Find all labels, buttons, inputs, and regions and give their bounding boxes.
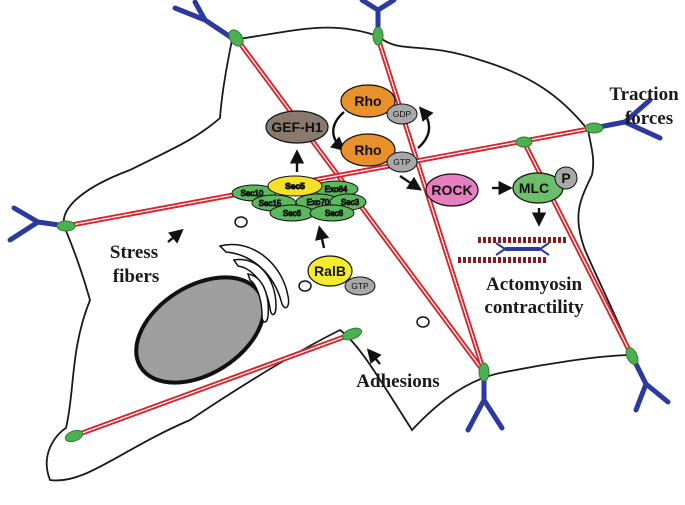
arrow-adhesions <box>366 348 382 365</box>
svg-text:Actomyosin: Actomyosin <box>486 274 582 295</box>
arrow-rho-cycle-down <box>330 111 346 152</box>
sec5-label: Sec5 <box>285 181 305 191</box>
gef-h1-label: GEF-H1 <box>271 119 323 135</box>
svg-text:Stress: Stress <box>110 242 158 263</box>
stress-fibers-label: Stress fibers <box>110 242 159 287</box>
arrow-rho-to-rock <box>399 175 422 191</box>
rho-bottom-label: Rho <box>354 142 381 158</box>
mlc-label: MLC <box>519 180 549 196</box>
adhesion-7 <box>625 347 639 365</box>
mlc-node: MLC P <box>512 166 578 204</box>
arrow-ralb-to-exocyst <box>315 225 330 249</box>
ralb-node: RalB GTP <box>307 255 376 296</box>
p-label: P <box>561 170 570 186</box>
golgi-icon <box>218 243 290 323</box>
sec15-label: Sec15 <box>259 199 282 208</box>
adhesion-9 <box>64 429 84 443</box>
svg-text:Traction: Traction <box>609 84 679 105</box>
adhesion-5 <box>56 220 76 232</box>
adhesion-plaque-icon <box>56 26 639 443</box>
adhesion-6 <box>478 362 490 382</box>
sec6-label: Sec6 <box>283 209 302 218</box>
arrow-stress-fibers <box>167 228 184 244</box>
stress-fiber-3 <box>65 125 595 229</box>
adhesion-1 <box>228 29 244 47</box>
sec3-label: Sec3 <box>341 198 360 207</box>
gtp-ralb-label: GTP <box>351 281 369 291</box>
actomyosin-contractility-label: Actomyosin contractility <box>484 274 584 318</box>
arrow-rho-cycle-up <box>417 106 434 149</box>
adhesion-4 <box>515 136 533 148</box>
svg-text:contractility: contractility <box>484 297 584 318</box>
rho-gdp-node: Rho GDP <box>340 84 418 125</box>
rock-label: ROCK <box>431 182 472 198</box>
exo84-label: Exo84 <box>325 185 348 194</box>
rock-node: ROCK <box>425 173 479 207</box>
adhesion-8 <box>341 327 363 341</box>
myosin-filament-icon <box>458 237 568 263</box>
adhesions-label: Adhesions <box>356 371 439 392</box>
gtp-rho-label: GTP <box>393 157 411 167</box>
ralb-label: RalB <box>314 263 346 279</box>
sec8-label: Sec8 <box>325 209 344 218</box>
stress-fiber-5 <box>73 331 353 439</box>
rho-gtp-node: Rho GTP <box>340 133 418 173</box>
adhesion-2 <box>372 26 384 46</box>
integrin-top-left <box>172 0 235 41</box>
gdp-label: GDP <box>393 109 412 119</box>
stress-fiber-2 <box>375 37 487 373</box>
vesicle-icon <box>234 216 430 328</box>
traction-forces-label: Traction forces <box>609 84 679 129</box>
gef-h1-node: GEF-H1 <box>265 110 329 144</box>
exocyst-complex: Sec5 Sec10 Exo84 Sec15 Exo70 Sec3 Sec6 S… <box>231 175 367 222</box>
sec10-label: Sec10 <box>241 189 264 198</box>
svg-text:fibers: fibers <box>113 266 159 287</box>
signal-arrows <box>167 106 547 365</box>
rho-top-label: Rho <box>354 93 381 109</box>
svg-text:forces: forces <box>625 108 673 129</box>
exo70-label: Exo70 <box>307 198 330 207</box>
adhesion-3 <box>584 122 604 134</box>
integrin-bottom-right <box>629 353 671 413</box>
